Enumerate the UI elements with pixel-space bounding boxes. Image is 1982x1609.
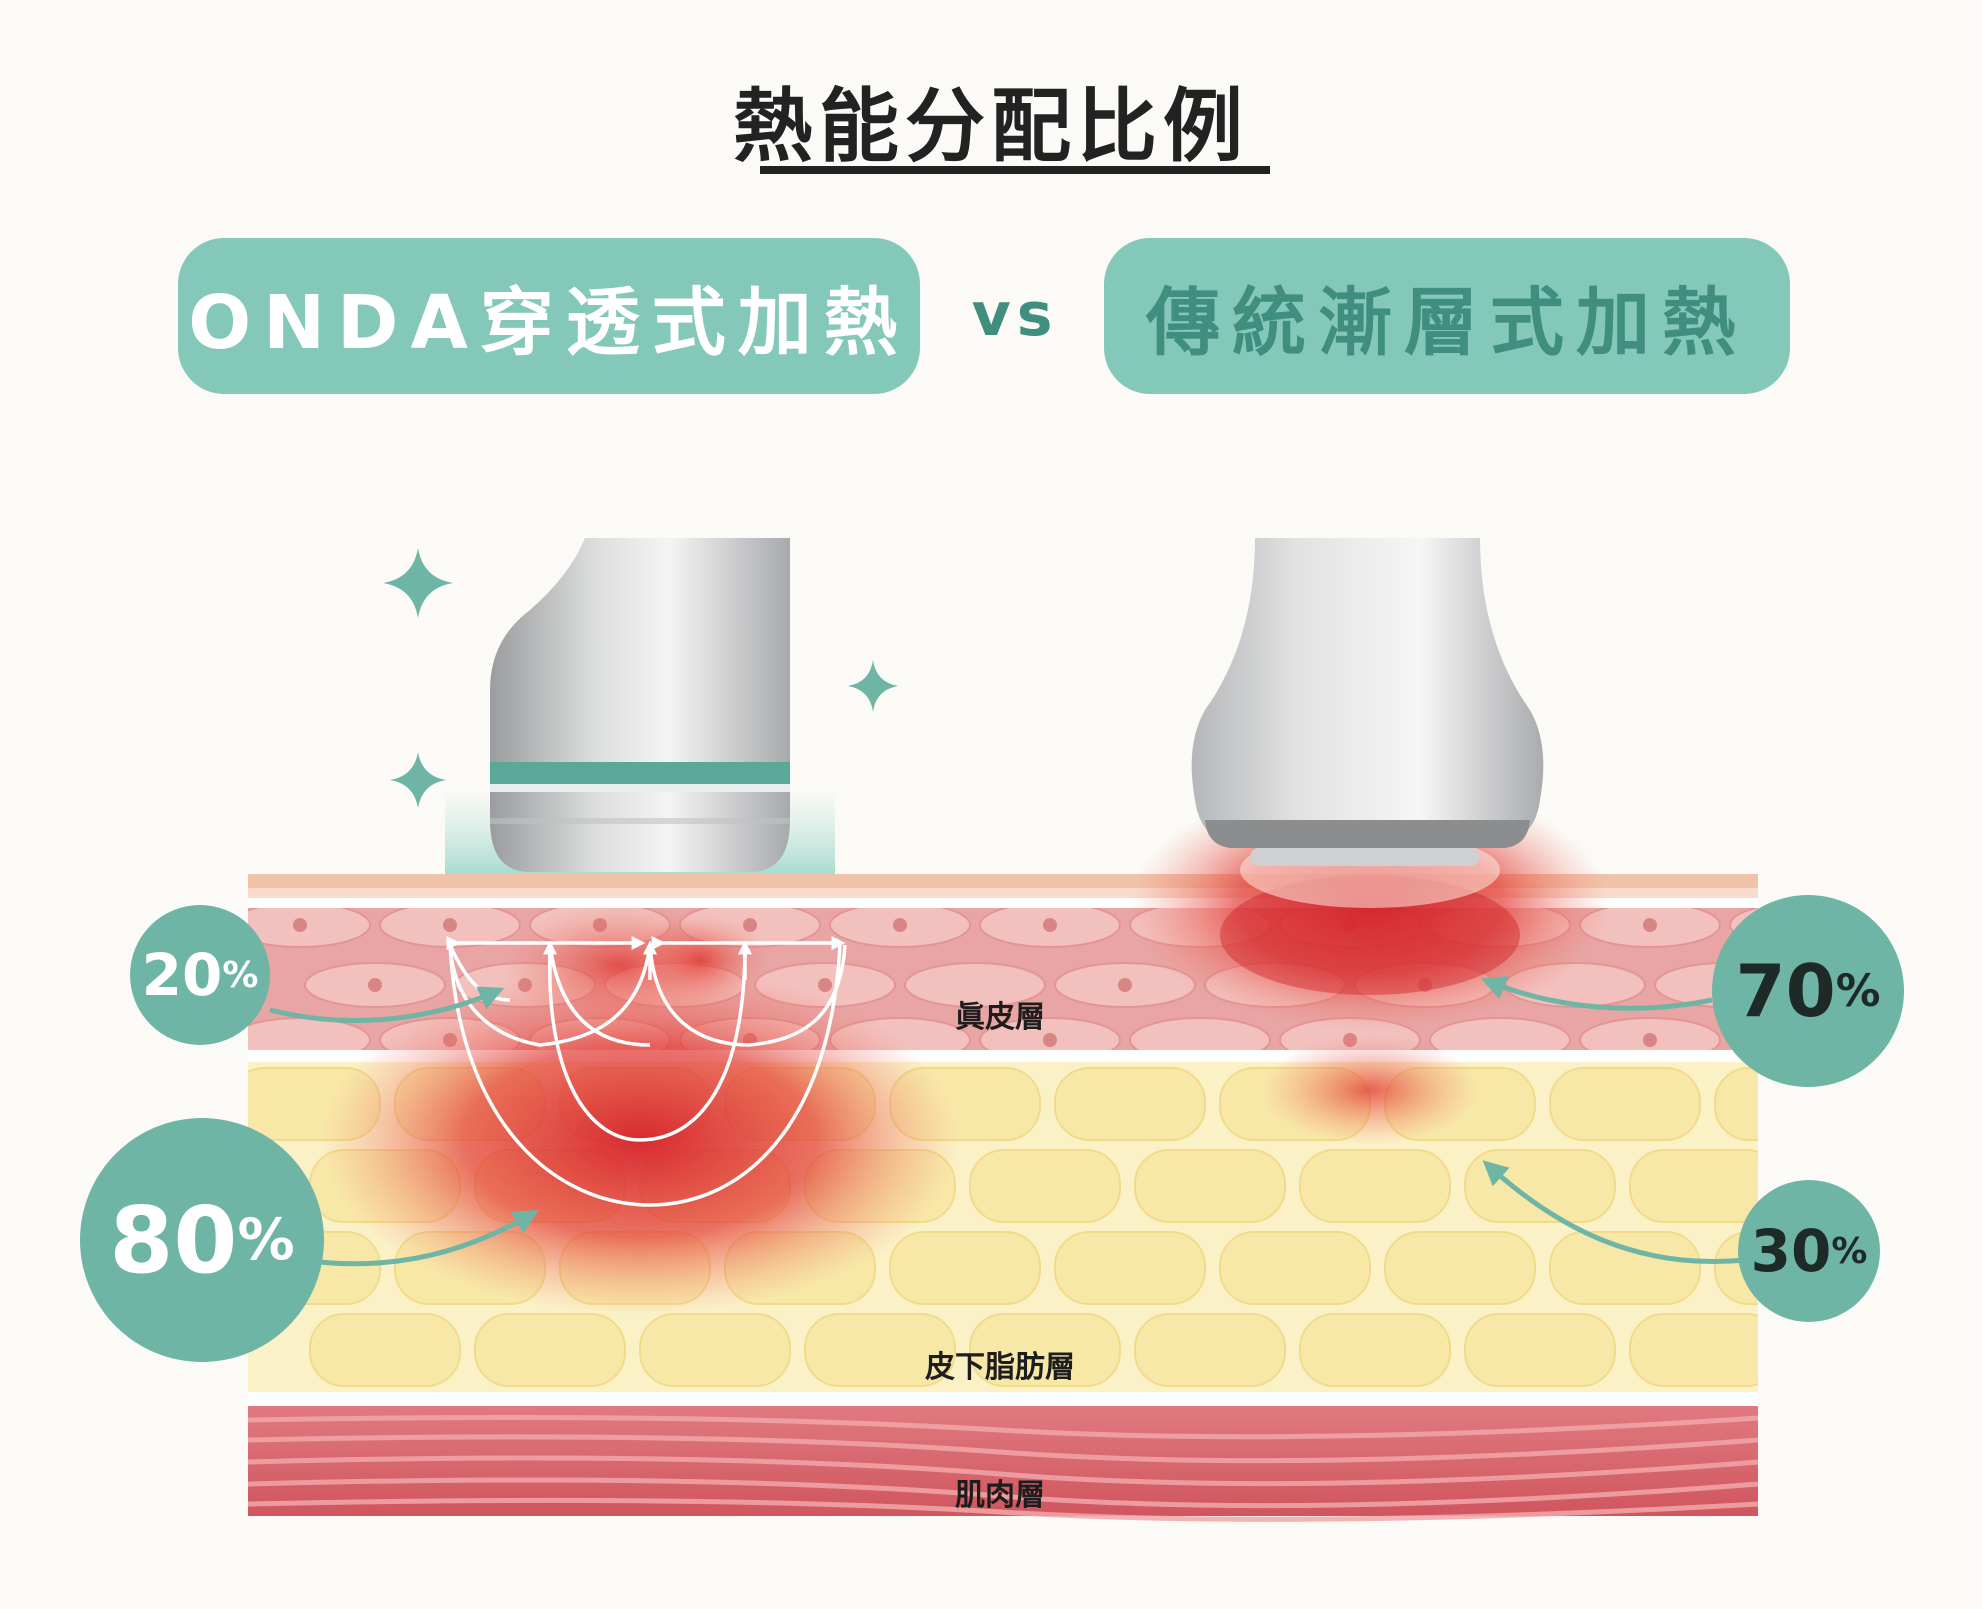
onda-dermis-percent-value: 20 bbox=[141, 941, 223, 1009]
percent-sign: % bbox=[1831, 1230, 1868, 1272]
distribution-arrows bbox=[269, 975, 1746, 1267]
muscle-layer-label: 肌肉層 bbox=[955, 1478, 1045, 1513]
percent-sign: % bbox=[237, 1207, 295, 1273]
fat-layer-label: 皮下脂肪層 bbox=[925, 1350, 1075, 1385]
versus-label: vs bbox=[971, 280, 1059, 350]
sparkle-icon bbox=[383, 548, 898, 808]
traditional-probe bbox=[1191, 538, 1544, 866]
traditional-fat-percent-value: 30 bbox=[1750, 1217, 1832, 1285]
percent-sign: % bbox=[1835, 965, 1881, 1017]
onda-method-label: ONDA穿透式加熱 bbox=[178, 238, 920, 394]
title-underline bbox=[760, 166, 1270, 174]
onda-probe bbox=[445, 538, 835, 874]
layer-divider bbox=[248, 1392, 1758, 1406]
percent-sign: % bbox=[222, 954, 259, 996]
traditional-fat-percent-badge: 30% bbox=[1738, 1180, 1880, 1322]
onda-fat-percent-badge: 80% bbox=[80, 1118, 324, 1362]
muscle-layer bbox=[247, 1406, 1759, 1522]
dermis-layer-label: 眞皮層 bbox=[955, 1000, 1045, 1035]
traditional-dermis-percent-badge: 70% bbox=[1712, 895, 1904, 1087]
page-title: 熱能分配比例 bbox=[733, 80, 1249, 173]
onda-dermis-percent-badge: 20% bbox=[130, 905, 270, 1045]
traditional-method-label: 傳統漸層式加熱 bbox=[1104, 238, 1790, 394]
onda-fat-percent-value: 80 bbox=[109, 1186, 238, 1294]
traditional-dermis-percent-value: 70 bbox=[1735, 949, 1836, 1033]
